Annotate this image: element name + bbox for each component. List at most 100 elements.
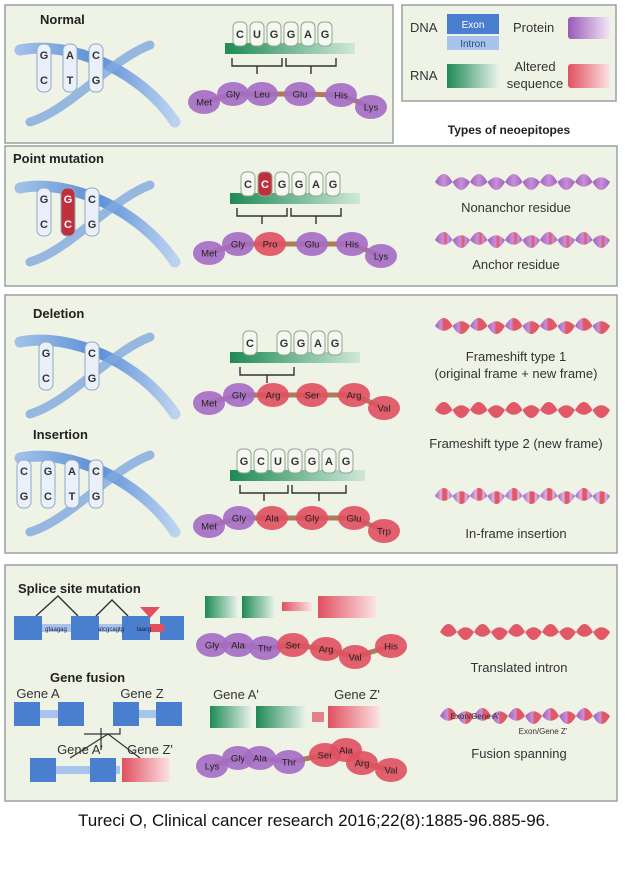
rna-base-cell bbox=[257, 171, 273, 197]
amino-acid-label: Met bbox=[201, 522, 217, 533]
amino-acid bbox=[249, 636, 281, 660]
ribbon-segment bbox=[457, 711, 474, 724]
ribbon-segment bbox=[576, 708, 593, 721]
dna-base-pair bbox=[38, 341, 54, 391]
ribbon-segment bbox=[505, 488, 523, 501]
amino-acid bbox=[375, 758, 407, 782]
rna-base-cell bbox=[321, 448, 337, 474]
ribbon-segment bbox=[487, 491, 505, 504]
ribbon-segment bbox=[452, 321, 470, 334]
ribbon-segment bbox=[592, 321, 610, 334]
amino-acid bbox=[368, 519, 400, 543]
rna-base: A bbox=[325, 456, 333, 468]
dna-base-pair bbox=[16, 459, 32, 509]
rna-base: C bbox=[257, 456, 265, 468]
ribbon-segment bbox=[508, 708, 525, 721]
rna-base: G bbox=[278, 179, 287, 191]
ribbon-segment bbox=[593, 627, 610, 640]
dna-base-bottom: G bbox=[92, 491, 101, 503]
ribbon-segment bbox=[592, 405, 610, 418]
rna-base-cell bbox=[310, 330, 326, 356]
label-gene-a-prime-rna: Gene A' bbox=[213, 687, 259, 702]
amino-acid-label: Ala bbox=[253, 754, 267, 765]
ribbon-segment bbox=[525, 711, 542, 724]
amino-acid bbox=[223, 383, 255, 407]
amino-acid-label: Arg bbox=[355, 759, 370, 770]
dna-base-bottom: T bbox=[67, 75, 74, 87]
label-translated-intron: Translated intron bbox=[470, 660, 567, 675]
amino-acid bbox=[254, 232, 286, 256]
amino-acid-label: Arg bbox=[319, 645, 334, 656]
label-gene-a: Gene A bbox=[16, 686, 60, 701]
label-anchor-residue: Anchor residue bbox=[472, 257, 559, 272]
ribbon-segment bbox=[540, 318, 558, 331]
ribbon-segment bbox=[575, 232, 593, 245]
amino-acid bbox=[277, 633, 309, 657]
ribbon-segment bbox=[522, 321, 540, 334]
ribbon-segment bbox=[470, 232, 488, 245]
legend-exon-swatch bbox=[447, 14, 499, 34]
ribbon-segment bbox=[470, 488, 488, 501]
codon-brackets bbox=[231, 58, 347, 501]
ribbon-segment bbox=[452, 177, 470, 190]
amino-acid-label: Gly bbox=[305, 514, 320, 525]
ribbon-segment bbox=[557, 405, 575, 418]
amino-acid-label: Gly bbox=[231, 240, 246, 251]
ribbon-segment bbox=[505, 174, 523, 187]
amino-acid-label: Arg bbox=[266, 391, 281, 402]
amino-acid-label: Met bbox=[201, 249, 217, 260]
amino-acid-label: Lys bbox=[374, 252, 389, 263]
amino-acid-label: Trp bbox=[377, 527, 391, 538]
amino-acid bbox=[284, 82, 316, 106]
dna-base-pair bbox=[88, 459, 104, 509]
ribbon-segment bbox=[575, 402, 593, 415]
ribbon-segment bbox=[435, 488, 453, 501]
legend: DNA Exon Intron Protein RNA Altered sequ… bbox=[410, 14, 610, 91]
ribbon-segment bbox=[522, 405, 540, 418]
dna-base-bottom: C bbox=[40, 75, 48, 87]
rna-base-cell bbox=[274, 171, 290, 197]
rna-base: C bbox=[244, 179, 252, 191]
rna-base: G bbox=[280, 338, 289, 350]
ribbon-segment bbox=[540, 232, 558, 245]
dna-base-pair bbox=[64, 459, 80, 509]
rna-base: G bbox=[287, 29, 296, 41]
ribbon-segment bbox=[522, 235, 540, 248]
rna-base-cell bbox=[291, 171, 307, 197]
amino-acid bbox=[325, 83, 357, 107]
rna-base-cell bbox=[325, 171, 341, 197]
amino-acid bbox=[244, 746, 276, 770]
ribbon-segment bbox=[557, 235, 575, 248]
amino-acid-label: Ser bbox=[318, 751, 333, 762]
dna-base-pair bbox=[36, 43, 52, 93]
dna-base-top: G bbox=[44, 466, 53, 478]
dna-base-pair bbox=[84, 341, 100, 391]
dna-base-top: C bbox=[88, 348, 96, 360]
ribbon-segment bbox=[487, 405, 505, 418]
label-exon-gene-z: Exon/Gene Z' bbox=[519, 727, 568, 736]
dna-base-pair bbox=[84, 187, 100, 237]
amino-acid-label: His bbox=[334, 91, 348, 102]
amino-acid bbox=[222, 633, 254, 657]
dna-base-bottom: G bbox=[88, 373, 97, 385]
rna-base-cell bbox=[293, 330, 309, 356]
amino-acid-label: Ser bbox=[286, 641, 301, 652]
amino-acid-label: Val bbox=[377, 404, 390, 415]
dna-base-top: C bbox=[20, 466, 28, 478]
rna-base-cell bbox=[270, 448, 286, 474]
amino-acid-label: Gly bbox=[232, 514, 247, 525]
section-title-insertion: Insertion bbox=[33, 427, 88, 442]
rna-base: G bbox=[270, 29, 279, 41]
amino-acid-label: Ala bbox=[231, 641, 245, 652]
dna-base-top: G bbox=[42, 348, 51, 360]
ribbon-segment bbox=[487, 235, 505, 248]
rna-base: C bbox=[236, 29, 244, 41]
ribbon-segment bbox=[592, 491, 610, 504]
fusion-rna bbox=[210, 706, 380, 728]
dna-base-bottom: C bbox=[44, 491, 52, 503]
rna-base: U bbox=[274, 456, 282, 468]
splice-site-seq-3: taacg bbox=[137, 627, 152, 633]
ribbon-segment bbox=[435, 318, 453, 331]
